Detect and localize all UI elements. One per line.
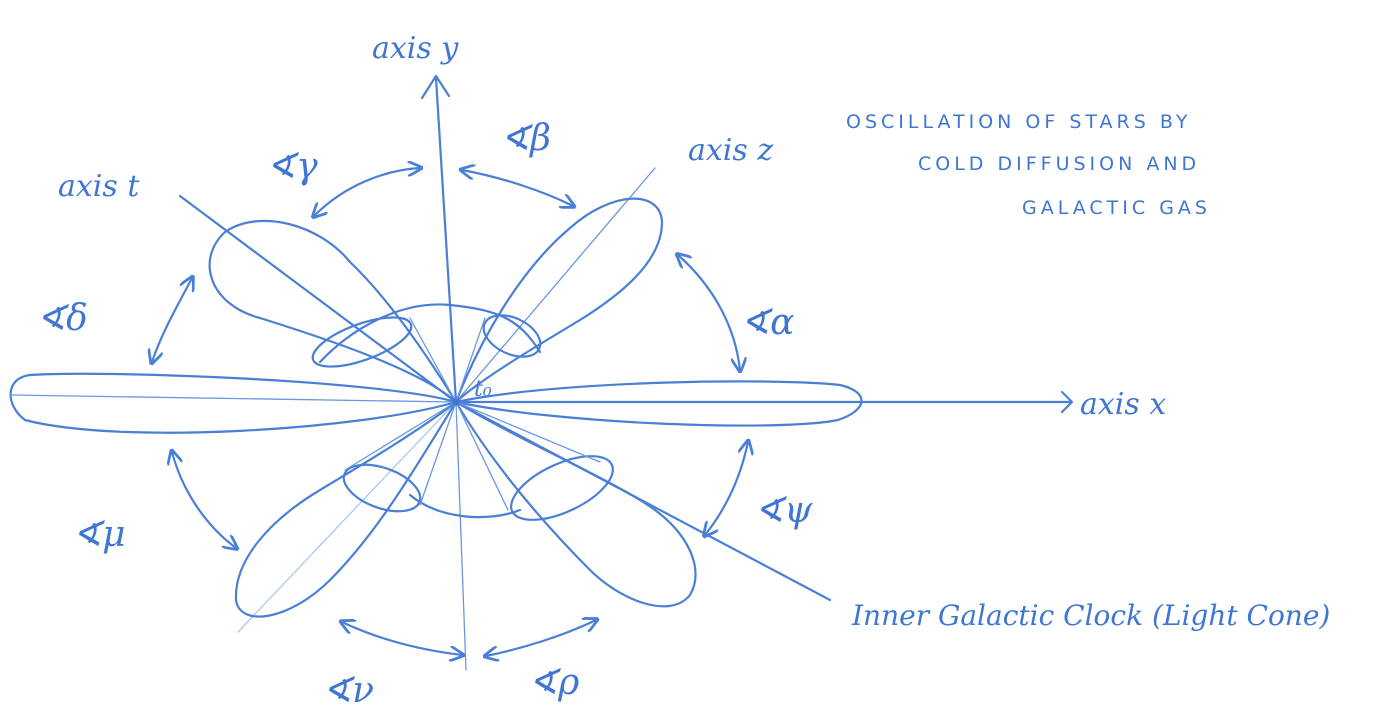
title-line-1: OSCILLATION OF STARS BY bbox=[846, 111, 1191, 133]
angle-label-mu: ∢μ bbox=[72, 514, 126, 555]
angle-label-delta: ∢δ bbox=[36, 298, 88, 339]
origin-label: t₀ bbox=[474, 377, 492, 402]
angle-arc-delta bbox=[152, 278, 192, 362]
title-line-3: GALACTIC GAS bbox=[1022, 197, 1211, 219]
axis-x-label: axis x bbox=[1080, 387, 1166, 422]
axis-t-line bbox=[178, 194, 458, 404]
angle-arc-alpha bbox=[678, 255, 740, 370]
angle-label-alpha: ∢α bbox=[740, 302, 794, 343]
fan-line bbox=[455, 317, 486, 403]
angle-label-rho: ∢ρ bbox=[528, 662, 579, 703]
axis-t-label: axis t bbox=[58, 169, 140, 204]
horizontal-lobe-axis bbox=[9, 394, 457, 403]
horizontal-lobe bbox=[9, 372, 863, 434]
axis-y-lower-line bbox=[455, 401, 467, 671]
fan-line bbox=[409, 317, 457, 403]
angle-arc-beta bbox=[462, 170, 573, 206]
angle-label-nu: ∢ν bbox=[322, 670, 374, 709]
angle-arc-rho bbox=[486, 620, 596, 656]
angle-label-psi: ∢ψ bbox=[754, 490, 813, 531]
axis-z-line bbox=[455, 167, 656, 403]
lower-right-lobe bbox=[454, 400, 697, 608]
angle-arc-nu bbox=[342, 622, 462, 655]
angle-arc-mu bbox=[172, 452, 236, 548]
upper-left-lobe bbox=[208, 219, 458, 404]
ring-lower-left bbox=[342, 463, 422, 513]
ring-upper-left bbox=[311, 316, 413, 368]
central-dome bbox=[318, 303, 542, 364]
axis-x-arrowhead bbox=[1060, 390, 1074, 414]
axis-y-line bbox=[434, 76, 458, 404]
angle-label-beta: ∢β bbox=[500, 118, 551, 159]
origin-point bbox=[452, 398, 460, 406]
upper-right-lobe bbox=[454, 197, 664, 404]
axis-z-lower-line bbox=[237, 401, 457, 633]
angle-arc-psi bbox=[705, 442, 748, 535]
fan-line bbox=[419, 401, 457, 506]
angle-label-gamma: ∢γ bbox=[266, 146, 318, 187]
axis-z-label: axis z bbox=[688, 133, 773, 168]
title-line-2: COLD DIFFUSION AND bbox=[918, 153, 1200, 175]
lower-left-lobe bbox=[234, 400, 458, 618]
ring-lower-right bbox=[510, 455, 614, 521]
inner-galactic-clock-label: Inner Galactic Clock (Light Cone) bbox=[851, 599, 1330, 632]
axis-y-arrowhead bbox=[420, 74, 451, 100]
central-bowl bbox=[408, 493, 522, 519]
angle-arc-gamma bbox=[314, 168, 420, 216]
fan-line bbox=[455, 401, 509, 511]
ring-upper-right bbox=[482, 314, 542, 358]
fan-line bbox=[344, 401, 457, 471]
fan-line bbox=[455, 401, 601, 463]
axis-y-label: axis y bbox=[372, 31, 459, 66]
